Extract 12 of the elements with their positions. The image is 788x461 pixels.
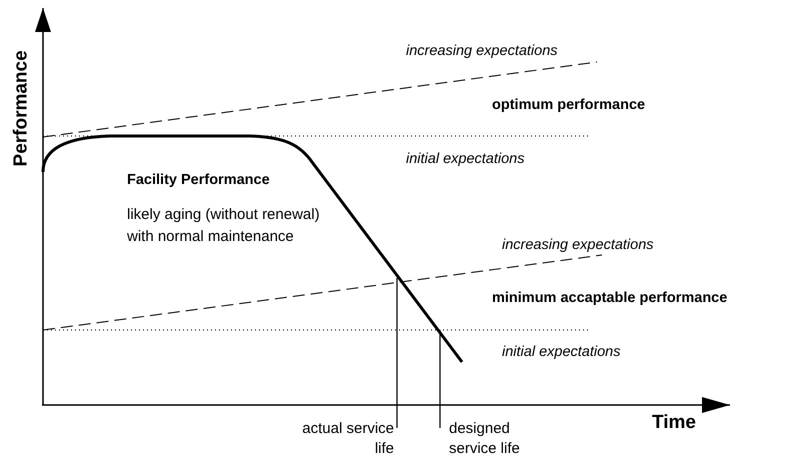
- line-label: increasing expectations: [406, 43, 558, 60]
- axis-title: Performance: [10, 50, 33, 166]
- service-life-label: designed service life: [449, 419, 521, 459]
- line-label: increasing expectations: [502, 237, 654, 254]
- region-label: optimum performance: [492, 97, 646, 114]
- service-life-label: actual service life: [301, 419, 394, 459]
- line-label: initial expectations: [406, 151, 524, 168]
- curve-title: Facility Performance: [127, 172, 270, 190]
- line-label: initial expectations: [502, 344, 620, 362]
- curve-description: likely aging (without renewal) with normal maintenance: [127, 205, 321, 247]
- region-label: minimum accaptable performance: [492, 290, 728, 308]
- axis-title: Time: [652, 412, 696, 435]
